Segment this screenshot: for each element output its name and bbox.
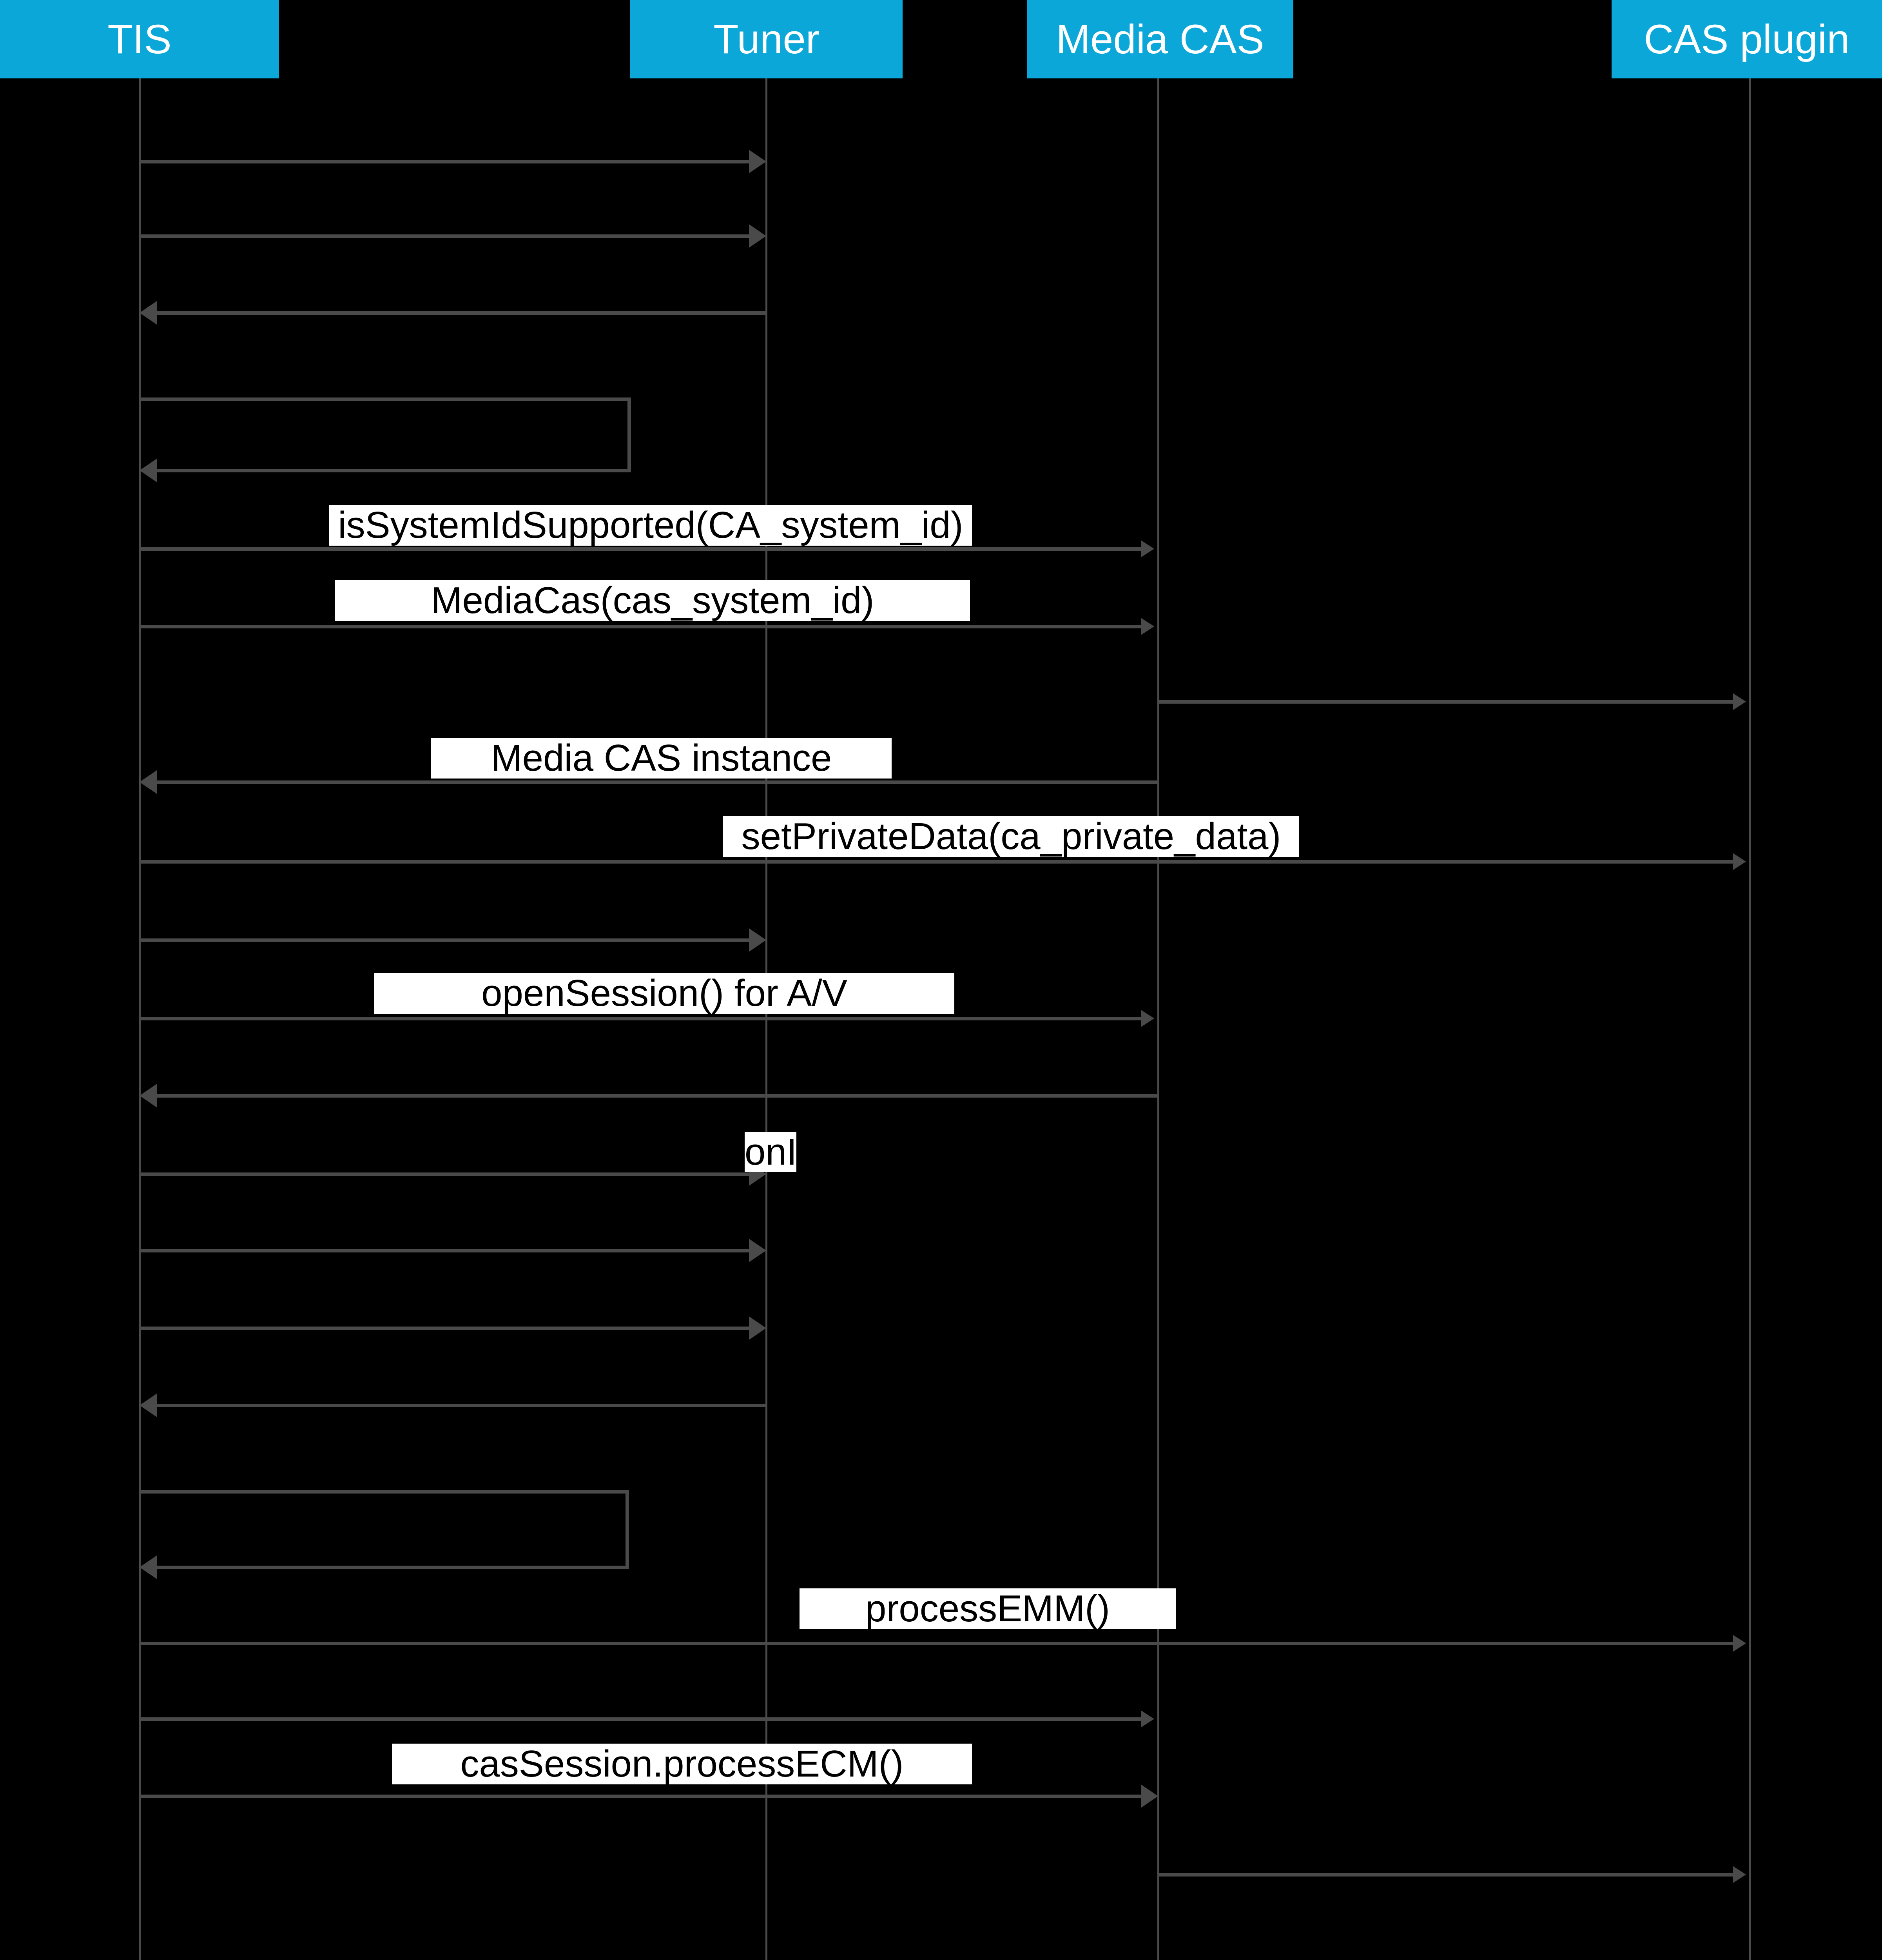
message-arrowhead-17 [140,1555,157,1579]
message-arrowhead-1 [749,150,766,173]
message-label-text: setPrivateData(ca_private_data) [741,815,1281,857]
participant-label-casplugin: CAS plugin [1644,16,1850,62]
message-line-17-right [626,1490,629,1567]
message-line-10 [140,938,749,942]
message-arrowhead-16 [140,1394,157,1417]
participant-header-casplugin[interactable]: CAS plugin [1612,0,1882,78]
message-line-19 [140,1717,1141,1721]
message-label-text: Media CAS instance [491,737,832,779]
message-arrowhead-14 [749,1239,766,1262]
participant-label-tuner: Tuner [713,16,820,62]
message-label-casSessionProcessECM: casSession.processECM() [392,1744,972,1784]
message-line-21 [1158,1873,1733,1877]
message-arrowhead-7 [1733,693,1746,710]
message-label-mediaCasInstance: Media CAS instance [431,738,892,779]
message-label-text: processEMM() [865,1588,1110,1630]
message-line-15 [140,1327,749,1330]
message-line-16 [157,1404,766,1407]
message-line-7 [1158,700,1733,704]
message-line-17-bottom [157,1566,629,1569]
message-arrowhead-15 [749,1316,766,1340]
message-line-12 [157,1094,1158,1098]
participant-header-tuner[interactable]: Tuner [630,0,903,78]
message-arrowhead-5 [1141,540,1154,557]
message-arrowhead-3 [140,301,157,325]
message-label-openSession: openSession() for A/V [374,973,954,1014]
participant-header-tis[interactable]: TIS [0,0,279,78]
message-line-4-bottom [157,469,631,472]
message-arrowhead-20 [1141,1784,1158,1808]
message-line-5 [140,547,1141,551]
message-arrowhead-21 [1733,1866,1746,1883]
message-line-1 [140,160,749,163]
message-line-4-top [140,397,631,401]
message-label-setPrivateData: setPrivateData(ca_private_data) [723,816,1299,857]
message-line-6 [140,625,1141,628]
message-arrowhead-9 [1733,853,1746,870]
message-arrowhead-12 [140,1084,157,1107]
message-arrowhead-6 [1141,618,1154,635]
message-label-text: MediaCas(cas_system_id) [431,579,874,621]
message-label-mediaCasCtor: MediaCas(cas_system_id) [335,580,970,621]
message-arrowhead-8 [140,770,157,794]
participant-label-mediacas: Media CAS [1056,16,1264,62]
message-label-onId: onId [745,1132,818,1172]
message-label-isSystemIdSupported: isSystemIdSupported(CA_system_id) [329,505,972,546]
participant-label-tis: TIS [107,16,172,62]
message-line-9 [140,860,1733,864]
message-line-2 [140,234,749,238]
message-line-3 [157,311,766,315]
message-label-text: isSystemIdSupported(CA_system_id) [338,504,963,546]
message-line-14 [140,1249,749,1252]
message-line-20 [140,1795,1141,1798]
message-label-processEMM: processEMM() [800,1588,1176,1629]
message-arrowhead-2 [749,224,766,248]
message-line-13 [140,1172,749,1176]
message-line-8 [157,780,1158,784]
message-arrowhead-4 [140,459,157,482]
participant-header-mediacas[interactable]: Media CAS [1027,0,1293,78]
message-label-text: openSession() for A/V [481,972,847,1014]
message-line-17-top [140,1490,629,1494]
message-label-text: onId [745,1131,818,1173]
message-arrowhead-10 [749,928,766,952]
message-arrowhead-18 [1733,1635,1746,1652]
message-arrowhead-11 [1141,1010,1154,1027]
message-line-18 [140,1642,1733,1645]
message-arrowhead-19 [1141,1710,1154,1728]
message-line-4-right [627,397,631,472]
message-label-text: casSession.processECM() [460,1743,904,1785]
message-line-11 [140,1017,1141,1020]
lifeline-casplugin [1749,78,1751,1960]
lifeline-mediacas [1157,78,1159,1960]
